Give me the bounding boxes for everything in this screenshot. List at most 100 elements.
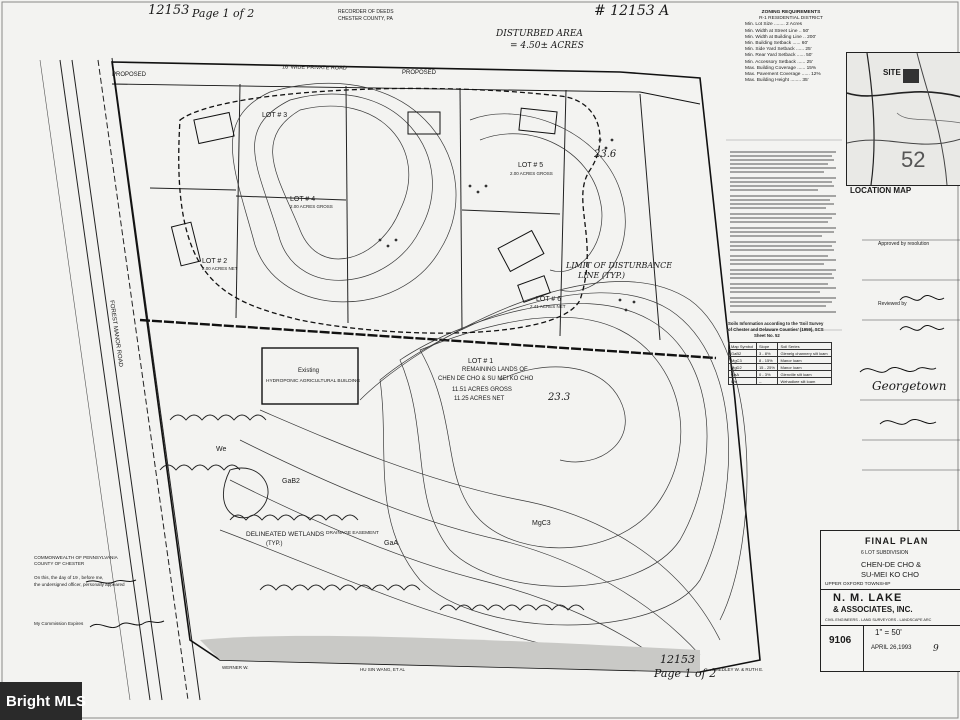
existing-building-desc: HYDROPONIC AGRICULTURAL BUILDING — [266, 379, 361, 384]
private-road-label: 16' WIDE PRIVATE ROAD — [281, 64, 347, 72]
table-row: GaB2 3 - 8% Glenelg channery silt loam — [728, 349, 832, 357]
soil-cell: GaA — [728, 370, 757, 378]
soil-mgc3-label: MgC3 — [532, 520, 551, 527]
reviewed-text: Reviewed by — [878, 301, 907, 307]
zoning-district: R-1 RESIDENTIAL DISTRICT — [759, 16, 823, 22]
table-row: MgC3 8 - 15% Manor loam — [728, 356, 832, 364]
zoning-row: Min. Lot Size ........ 2 Acres — [745, 22, 803, 28]
lot-6-area: 2.41 ACRES NET — [530, 304, 566, 309]
soil-cell: Glenelg channery silt loam — [777, 349, 832, 357]
property-boundary — [111, 61, 761, 673]
zoning-requirements: ZONING REQUIREMENTS R-1 RESIDENTIAL DIST… — [745, 10, 837, 118]
delineated-wetlands-typ: (TYP.) — [266, 541, 283, 547]
tree-symbols — [378, 138, 636, 312]
soil-col-series: Soil Series — [777, 342, 832, 350]
soil-cell: Manor loam — [777, 363, 832, 371]
title-block: FINAL PLAN 6 LOT SUBDIVISION CHEN-DE CHO… — [820, 530, 960, 672]
title-final-plan: FINAL PLAN — [865, 536, 929, 546]
lot-2-label: LOT # 2 — [202, 258, 228, 265]
adjoiner-bottom: HU SIN WANG, ET AL — [360, 667, 406, 672]
existing-building — [261, 347, 359, 405]
handwritten-page-top: Page 1 of 2 — [192, 7, 255, 20]
title-subtitle: 6 LOT SUBDIVISION — [861, 550, 909, 556]
title-township: UPPER OXFORD TOWNSHIP — [825, 582, 891, 587]
zoning-row: Max. Building Height ........ 35' — [745, 78, 809, 84]
zoning-row: Min. Width at Street Line .. 50' — [745, 28, 810, 34]
proposed-houses — [170, 107, 558, 303]
notary-line3: On this, the day of 19 , before me, — [34, 575, 104, 580]
zoning-row: Min. Side Yard Setback ...... 25' — [745, 47, 812, 53]
title-scale: 1" = 50' — [875, 628, 902, 637]
soil-heading-1: Soils Information according to the 'Soil… — [728, 321, 824, 326]
zoning-row: Min. Rear Yard Setback ...... 50' — [745, 53, 813, 59]
lot-5-label: LOT # 5 — [518, 162, 544, 169]
lot-6-label: LOT # 6 — [536, 296, 562, 303]
right-margin-lines — [860, 239, 960, 471]
road-band — [39, 57, 201, 701]
bright-mls-watermark: Bright MLS — [0, 682, 86, 720]
zoning-row: Min. Width at Building Line .. 200' — [745, 34, 817, 40]
table-row: We -- Wehadkee silt loam — [728, 377, 832, 385]
soil-cell: GaB2 — [728, 349, 757, 357]
proposed-label-right: PROPOSED — [402, 70, 437, 76]
title-owner-2: SU-MEI KO CHO — [861, 570, 919, 579]
bottom-shading — [200, 635, 700, 672]
title-owner-1: CHEN-DE CHO & — [861, 560, 922, 569]
location-map-roads — [847, 53, 960, 185]
limit-of-disturbance-label: LIMIT OF DISTURBANCE — [566, 261, 673, 270]
contour-lines — [219, 83, 748, 663]
soil-we-label: We — [216, 446, 227, 453]
notes-rules — [726, 139, 842, 331]
lot-lines — [149, 83, 661, 341]
soil-cell: 0 - 3% — [755, 370, 779, 378]
file-number-right: # 12153 A — [594, 3, 670, 19]
soil-col-symbol: Map Symbol — [728, 342, 757, 350]
adjoiner-right: SMEDLEY W. & RUTH E. — [712, 667, 764, 672]
wetland-edge — [159, 414, 585, 611]
lot-2-area: 2.00 ACRES NET — [202, 266, 238, 271]
limit-of-disturbance — [178, 87, 601, 334]
proposed-label-left: PROPOSED — [112, 72, 147, 78]
existing-building-label: Existing — [298, 368, 320, 374]
remaining-lands-line1: REMAINING LANDS OF — [462, 367, 528, 373]
remaining-gross: 11.51 ACRES GROSS — [452, 387, 512, 393]
title-firm-1: N. M. LAKE — [833, 592, 903, 604]
zoning-row: Min. Building Setback ...... 60' — [745, 41, 809, 47]
approved-text: Approved by resolution — [878, 241, 930, 247]
lot-4-area: 2.00 ACRES GROSS — [290, 204, 333, 209]
limit-of-disturbance-typ: LINE (TYP.) — [578, 271, 626, 280]
soil-cell: We — [728, 377, 757, 385]
soil-cell: 8 - 15% — [755, 356, 779, 364]
soil-heading-3: Sheet No. 52 — [754, 333, 780, 338]
remaining-net: 11.25 ACRES NET — [454, 396, 505, 402]
handwritten-23-6: 23.6 — [594, 149, 617, 160]
soil-cell: Wehadkee silt loam — [777, 377, 832, 385]
zoning-row: Max. Building Coverage ...... 15% — [745, 65, 817, 71]
soil-gab2-label: GaB2 — [282, 478, 300, 485]
soil-cell: -- — [755, 377, 779, 385]
recorder-stamp-line1: RECORDER OF DEEDS — [338, 9, 394, 15]
location-map-number: 52 — [901, 147, 926, 172]
location-map-site: SITE — [883, 68, 901, 77]
notary-commission: My Commission Expires — [34, 621, 84, 626]
notary-line1: COMMONWEALTH OF PENNSYLVANIA — [34, 555, 118, 560]
handwritten-file-bottom: 12153 — [660, 653, 695, 666]
disturbed-area-value: = 4.50± ACRES — [510, 41, 584, 51]
zoning-title: ZONING REQUIREMENTS — [761, 10, 821, 15]
soil-table-header: Map Symbol Slope Soil Series — [728, 342, 832, 350]
remaining-lot-label: LOT # 1 — [468, 358, 494, 365]
zoning-row: Max. Pavement Coverage ...... 12% — [745, 72, 821, 78]
adjoiner-left: WERNER W. — [222, 665, 249, 670]
notary-signatures — [85, 579, 165, 629]
lot-5-area: 2.00 ACRES GROSS — [510, 171, 553, 176]
title-sheet: 9 — [933, 644, 939, 654]
soil-cell: MgD2 — [728, 363, 757, 371]
table-row: GaA 0 - 3% Glenville silt loam — [728, 370, 832, 378]
recorder-stamp-line2: CHESTER COUNTY, PA — [338, 16, 393, 22]
title-date: APRIL 26,1993 — [871, 645, 912, 651]
handwritten-23-3: 23.3 — [548, 392, 571, 403]
soil-cell: 3 - 8% — [755, 349, 779, 357]
title-firm-2: & ASSOCIATES, INC. — [833, 605, 913, 614]
approval-signatures — [859, 294, 945, 425]
signature-georgetown: Georgetown — [872, 379, 947, 393]
